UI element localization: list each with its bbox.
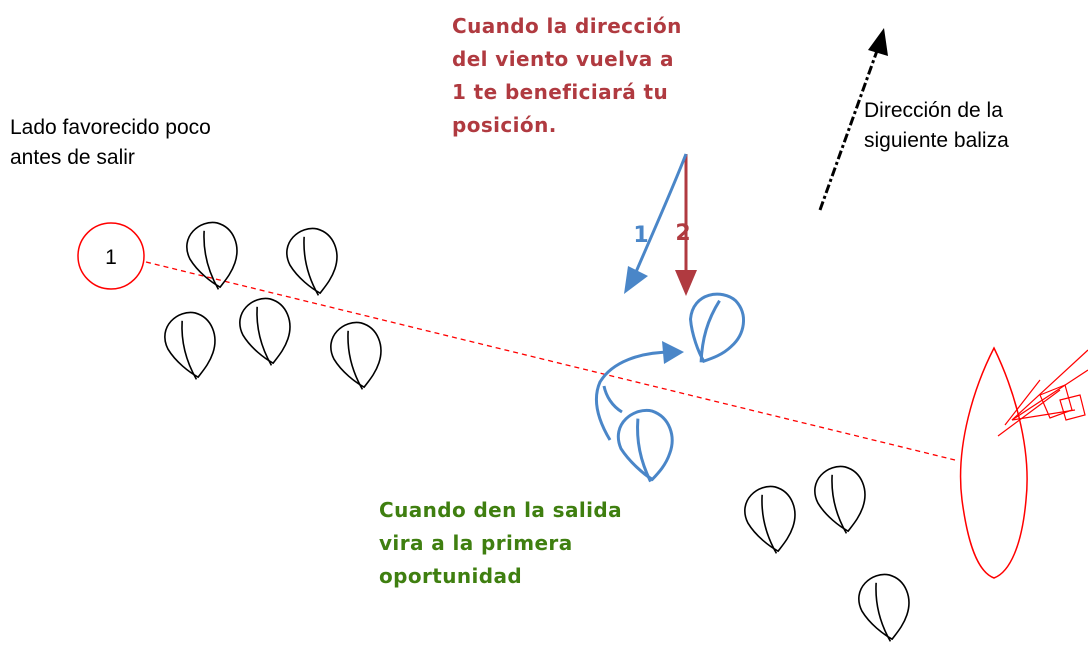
sailboat-icon [182, 218, 244, 294]
start-tack-note: Cuando den la salida vira a la primera o… [379, 498, 622, 588]
sailboat-icon [854, 570, 916, 646]
buoy-label: 1 [105, 246, 117, 269]
sailboat-icon [235, 294, 297, 370]
sailboat-icon [326, 318, 388, 394]
buoy-icon: 1 [77, 222, 145, 290]
favored-side-note: Lado favorecido poco antes de salir [10, 116, 211, 169]
sailboat-icon [160, 308, 222, 384]
sailboat-icon [617, 408, 674, 483]
tacking-boat-path [594, 292, 745, 483]
wind-label-2: 2 [675, 221, 690, 246]
next-mark-note: Dirección de la siguiente baliza [864, 99, 1009, 152]
start-line [145, 261, 956, 461]
wind-arrow-icon: 1 [624, 153, 688, 294]
sailboat-icon [740, 482, 802, 558]
sailboat-icon [688, 292, 745, 363]
sailboat-icon [810, 462, 872, 538]
wind-arrow-icon: 2 [675, 154, 697, 296]
committee-boat-icon [959, 346, 1088, 579]
wind-shift-note: Cuando la dirección del viento vuelva a … [452, 14, 682, 137]
next-mark-arrow-icon [818, 28, 888, 211]
sailboat-icon [282, 224, 344, 300]
wind-label-1: 1 [633, 223, 648, 248]
